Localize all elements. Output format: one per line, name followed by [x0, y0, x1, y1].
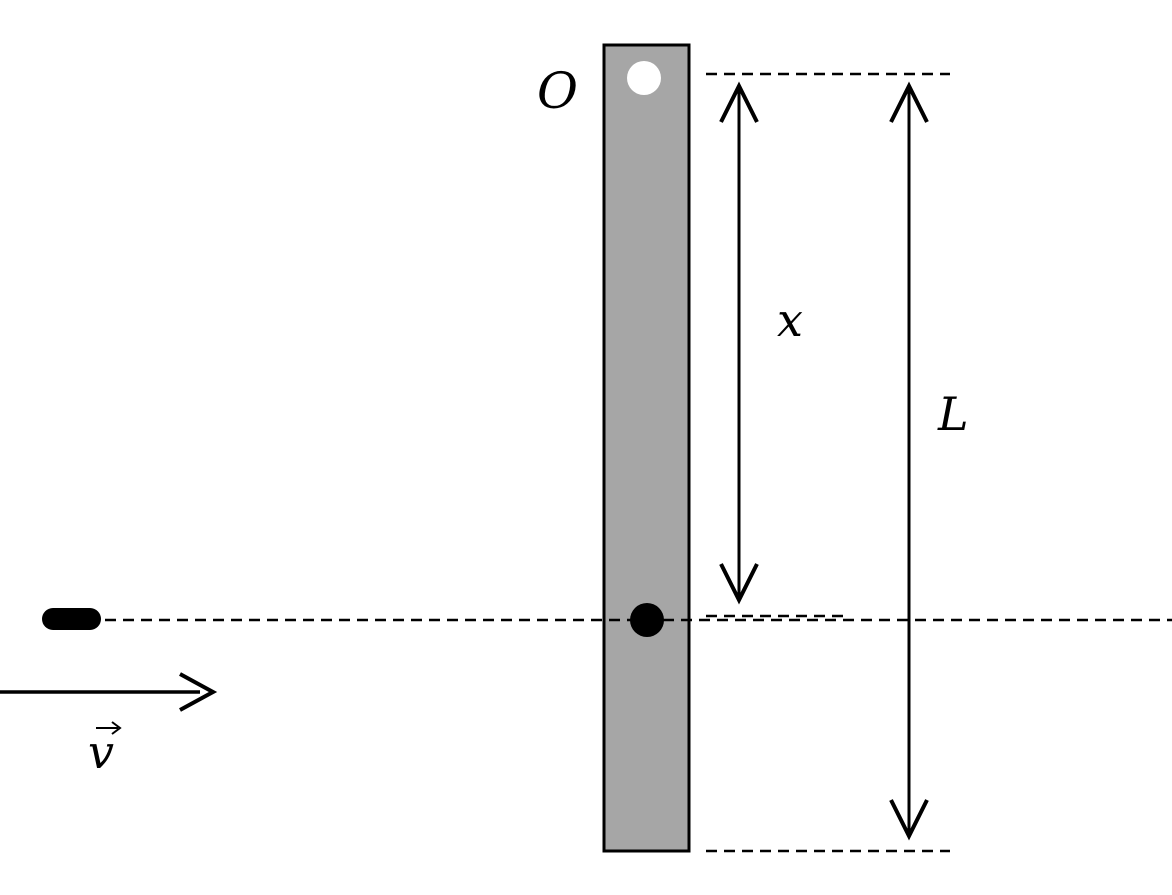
bullet: [42, 608, 101, 630]
pivot-label: O: [537, 62, 578, 120]
velocity-label: v: [88, 725, 114, 779]
x-label: x: [777, 293, 803, 347]
l-arrowhead-bottom: [889, 799, 929, 841]
pivot-hole: [627, 61, 661, 95]
x-arrowhead-top: [719, 81, 759, 123]
velocity-arrowhead: [179, 672, 218, 712]
x-arrowhead-bottom: [719, 563, 759, 605]
l-label: L: [937, 387, 969, 441]
vector-arrow-icon: [96, 721, 122, 735]
l-arrowhead-top: [889, 81, 929, 123]
rod: [602, 43, 691, 853]
